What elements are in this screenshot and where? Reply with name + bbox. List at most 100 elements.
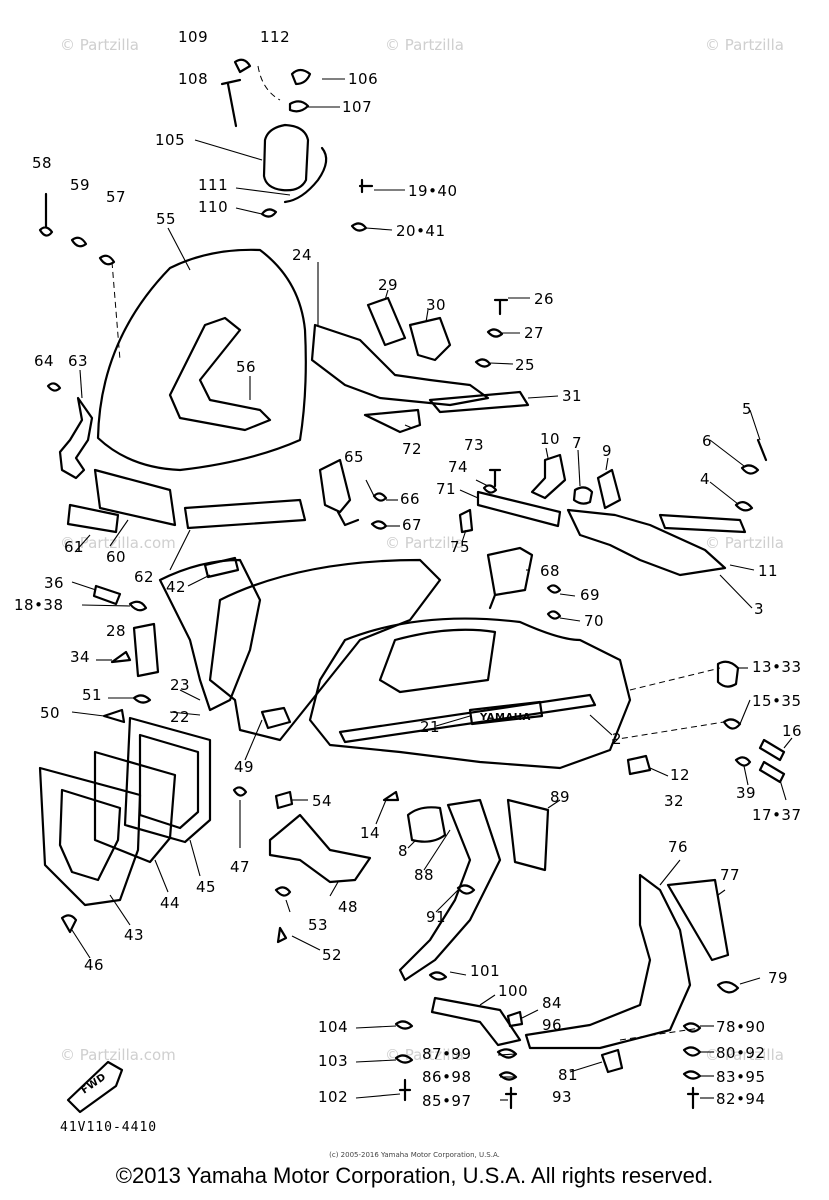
callout-56: 56	[236, 358, 256, 376]
callout-78-90: 78•90	[716, 1018, 766, 1036]
grommet-104	[394, 1020, 414, 1030]
callout-79: 79	[768, 969, 788, 987]
trim-62	[183, 498, 307, 530]
callout-labels: 109 112 108 106 107 105 111 110 19•40 20…	[14, 28, 802, 1110]
watermark-1: © Partzilla	[60, 36, 139, 54]
grommet-78-90	[682, 1022, 702, 1033]
frame-43	[38, 766, 142, 907]
fairing-window	[378, 628, 497, 694]
bolt-108	[220, 78, 242, 128]
housing-45	[123, 716, 212, 844]
bolt-16	[758, 738, 786, 762]
panel-8	[406, 806, 447, 843]
callout-48: 48	[338, 898, 358, 916]
clip-54	[274, 790, 294, 810]
watermark-4: © Partzilla.com	[60, 534, 176, 552]
callout-51: 51	[82, 686, 102, 704]
watermark-7: © Partzilla.com	[60, 1046, 176, 1064]
washer-6	[740, 464, 760, 475]
screw-64	[46, 382, 62, 392]
watermark-3: © Partzilla	[705, 36, 784, 54]
grommet-7	[572, 486, 594, 505]
stay-100	[430, 996, 522, 1047]
callout-7: 7	[572, 434, 582, 452]
callout-58: 58	[32, 154, 52, 172]
nut-25	[474, 358, 492, 368]
callout-102: 102	[318, 1088, 348, 1106]
fairing-dashline-1	[629, 667, 721, 691]
callout-26: 26	[534, 290, 554, 308]
callout-60: 60	[106, 548, 126, 566]
callout-108: 108	[178, 70, 208, 88]
screw-85-97	[504, 1086, 518, 1110]
lower-cowl-76	[524, 873, 692, 1050]
bracket-63	[58, 396, 94, 480]
callout-73: 73	[464, 436, 484, 454]
grommet-57	[98, 254, 116, 266]
callout-9: 9	[602, 442, 612, 460]
callout-21: 21	[420, 718, 440, 736]
bolt-17-37	[758, 760, 786, 784]
callout-49: 49	[234, 758, 254, 776]
bolt-73	[488, 468, 502, 488]
callout-31: 31	[562, 387, 582, 405]
callout-22: 22	[170, 708, 190, 726]
callout-44: 44	[160, 894, 180, 912]
fairing-stripe	[338, 693, 597, 744]
callout-36: 36	[44, 574, 64, 592]
windshield-55	[96, 248, 307, 472]
callout-65: 65	[344, 448, 364, 466]
bracket-49	[260, 706, 292, 730]
callout-106: 106	[348, 70, 378, 88]
grommet-84-96	[506, 1010, 524, 1028]
callout-52: 52	[322, 946, 342, 964]
callout-19-40: 19•40	[408, 182, 458, 200]
callout-85-97: 85•97	[422, 1092, 472, 1110]
strip-71	[476, 490, 562, 528]
callout-28: 28	[106, 622, 126, 640]
diagram-code: 41V110-4410	[60, 1120, 158, 1135]
watermarks: © Partzilla © Partzilla © Partzilla © Pa…	[60, 36, 784, 1064]
watermark-6: © Partzilla	[705, 534, 784, 552]
grommet-79	[716, 981, 740, 994]
callout-109: 109	[178, 28, 208, 46]
callout-3: 3	[754, 600, 764, 618]
washer-103	[394, 1054, 414, 1064]
clip-12	[626, 754, 652, 776]
callout-91: 91	[426, 908, 446, 926]
callout-46: 46	[84, 956, 104, 974]
fairing-dashline-2	[611, 721, 725, 741]
vent-9	[596, 468, 622, 510]
part-drawings: YAMAHA	[38, 58, 786, 1114]
trim-strip-60	[93, 468, 177, 527]
callout-32: 32	[664, 792, 684, 810]
bolt-69	[546, 584, 562, 594]
callout-69: 69	[580, 586, 600, 604]
washer-86-98	[498, 1071, 518, 1081]
callout-82-94: 82•94	[716, 1090, 766, 1108]
reservoir-cap-106	[290, 68, 312, 86]
grommet-47	[232, 786, 248, 797]
callout-88: 88	[414, 866, 434, 884]
callout-6: 6	[702, 432, 712, 450]
callout-16: 16	[782, 722, 802, 740]
callout-84: 84	[542, 994, 562, 1012]
screw-50	[102, 708, 126, 724]
callout-93: 93	[552, 1088, 572, 1106]
screw-52	[276, 926, 288, 944]
callout-110: 110	[198, 198, 228, 216]
callout-55: 55	[156, 210, 176, 228]
callout-77: 77	[720, 866, 740, 884]
callout-72: 72	[402, 440, 422, 458]
grommet-87-99	[496, 1048, 518, 1059]
callout-86-98: 86•98	[422, 1068, 472, 1086]
callout-66: 66	[400, 490, 420, 508]
washer-67	[370, 520, 388, 530]
clip-28	[132, 622, 160, 678]
reservoir-dashline	[257, 65, 281, 101]
callout-29: 29	[378, 276, 398, 294]
nut-59	[70, 236, 88, 248]
bracket-30	[408, 316, 452, 362]
nut-15-35	[722, 718, 742, 730]
